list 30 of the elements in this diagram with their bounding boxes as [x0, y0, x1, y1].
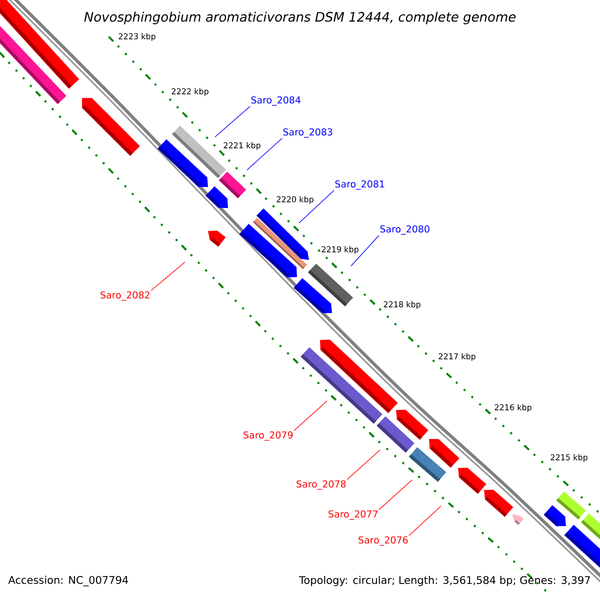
leader-line — [294, 400, 328, 432]
leader-line — [346, 450, 380, 480]
leader-line — [378, 480, 412, 510]
leader-line — [298, 190, 334, 224]
leader-line — [246, 138, 282, 170]
gene-label: Saro_2077 — [328, 510, 378, 520]
summary-label: Topology: circular; Length: 3,561,584 bp; Genes: 3,397 — [299, 576, 590, 586]
scale-label: 2221 kbp — [224, 142, 260, 150]
scale-label: 2222 kbp — [172, 88, 208, 96]
gene-label: Saro_2081 — [335, 180, 384, 190]
gene-label: Saro_2084 — [251, 96, 300, 106]
scale-label: 2215 kbp — [550, 454, 588, 462]
scale-label: 2217 kbp — [438, 353, 476, 361]
title: Novosphingobium aromaticivorans DSM 12444, complete genome — [84, 12, 516, 24]
leader-line — [214, 106, 250, 138]
scale-label: 2219 kbp — [322, 246, 358, 254]
gene-label: Saro_2076 — [358, 536, 408, 546]
scale-label: 2223 kbp — [118, 33, 156, 41]
leader-line — [408, 506, 442, 536]
scale-label: 2218 kbp — [384, 301, 420, 309]
accession-label: Accession: NC_007794 — [8, 576, 128, 586]
scale-label: 2216 kbp — [494, 404, 532, 412]
gene-label: Saro_2080 — [380, 225, 430, 235]
gene-label: Saro_2079 — [244, 431, 293, 441]
gene-label: Saro_2078 — [296, 480, 346, 490]
leader-line — [150, 262, 186, 291]
gene-label: Saro_2083 — [283, 128, 332, 138]
gene-label: Saro_2082 — [100, 291, 150, 301]
leader-line — [350, 235, 380, 266]
scale-label: 2220 kbp — [276, 196, 314, 204]
